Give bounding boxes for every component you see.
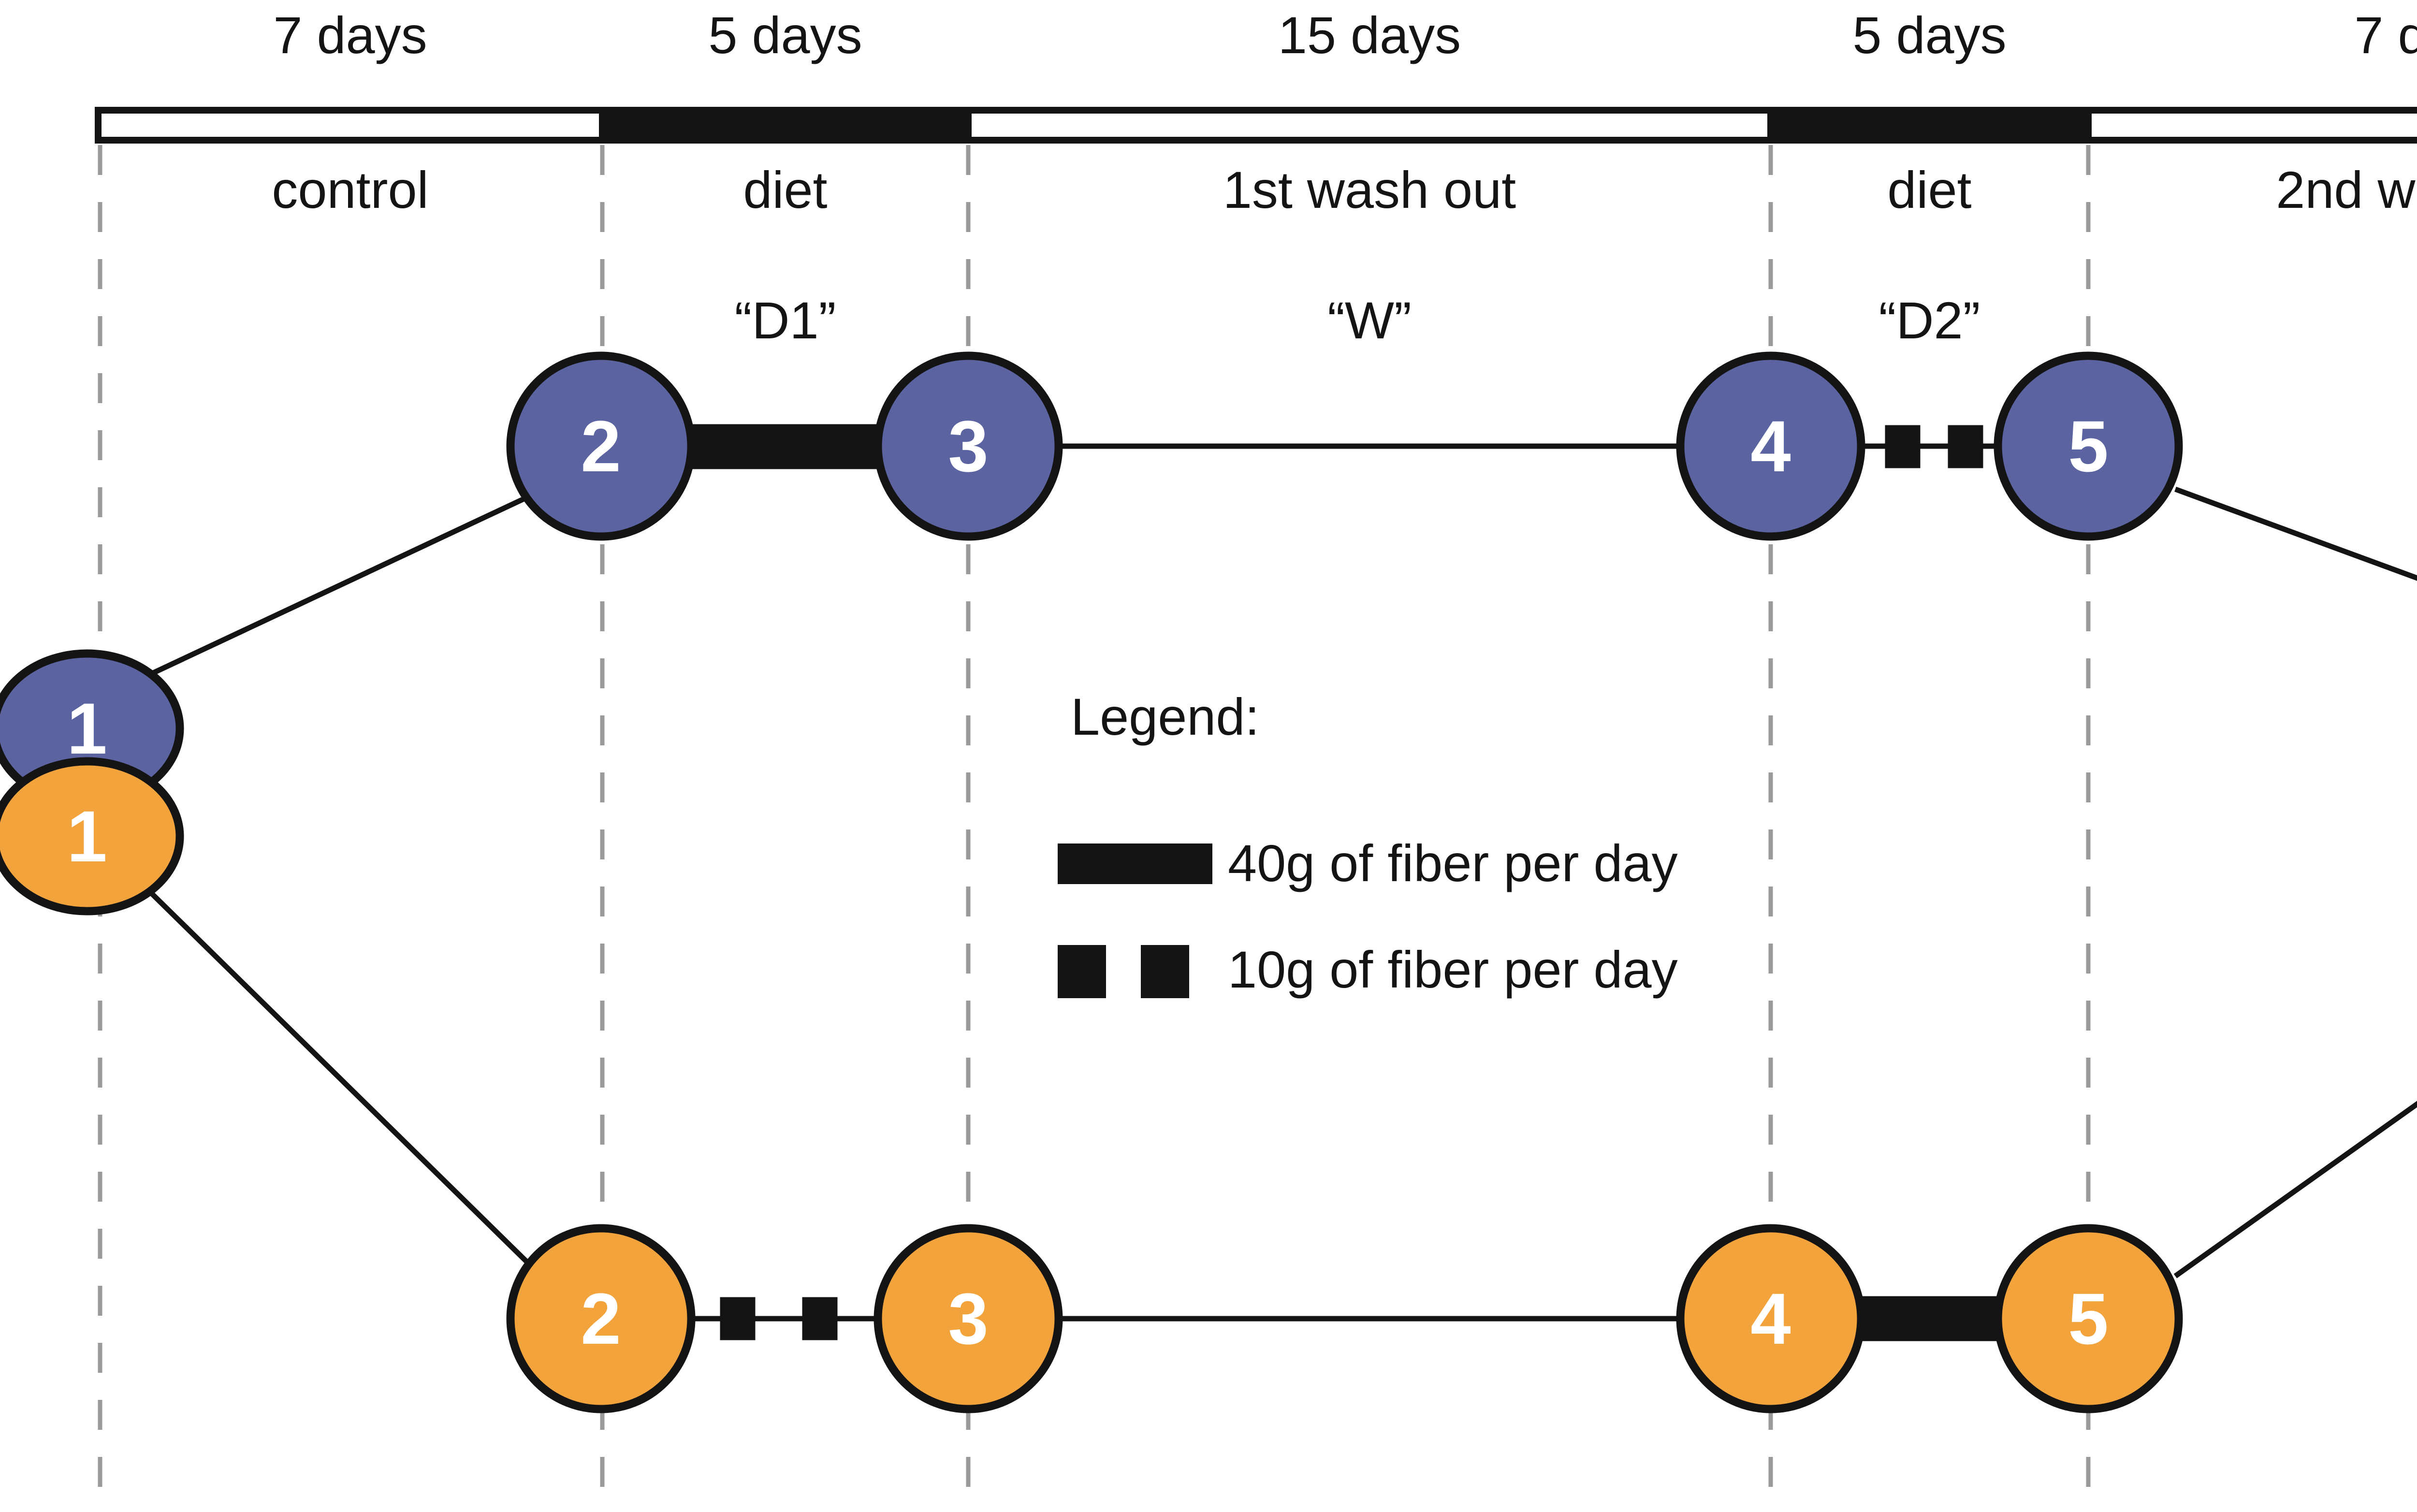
phase-label-control: control [272,160,429,219]
duration-label-washout-2: 7 days [2354,6,2417,64]
timeline-bar [95,107,2417,144]
node-blue-4 [1676,351,1865,541]
node-orange-3-label: 3 [948,1278,989,1359]
link-blue-5-6 [2174,486,2417,581]
phase-code-d2: “D2” [1878,291,1980,349]
legend-item-40g-label: 40g of fiber per day [1228,834,1678,892]
node-blue-2 [506,351,696,541]
legend-swatch-40g [1058,843,1212,884]
link-blue-4-5-dashed-10g [1861,425,1998,468]
link-blue-1-2 [144,488,543,679]
link-orange-1-2 [143,885,543,1278]
node-blue-3 [874,351,1063,541]
arm-blue-nodes [0,351,2183,808]
phase-code-d1: “D1” [734,291,836,349]
bar-segment-diet-1 [599,107,972,144]
bar-segment-control [95,107,606,144]
phase-code-w: “W” [1327,291,1412,349]
node-blue-3-label: 3 [948,406,989,487]
node-orange-1-label: 1 [67,796,107,877]
legend-swatch-10g [1058,945,1189,998]
node-blue-5 [1994,351,2183,541]
bar-segment-diet-2 [1767,107,2092,144]
duration-label-control: 7 days [273,6,427,64]
phase-label-diet-2: diet [1887,160,1972,219]
node-orange-4 [1676,1224,1865,1413]
phase-label-diet-1: diet [743,160,828,219]
node-orange-2-label: 2 [581,1278,621,1359]
node-orange-3 [874,1224,1063,1413]
arm-orange-nodes [0,757,2183,1413]
duration-label-diet-1: 5 days [708,6,862,64]
phase-label-washout-1: 1st wash out [1223,160,1516,219]
node-blue-4-label: 4 [1750,406,1791,487]
bar-segment-washout-2 [2085,107,2417,144]
phase-label-washout-2: 2nd wash out [2276,160,2417,219]
node-blue-5-label: 5 [2068,406,2109,487]
node-orange-1 [0,757,184,916]
node-blue-2-label: 2 [581,406,621,487]
bar-segment-washout-1 [965,107,1774,144]
node-orange-5-label: 5 [2068,1278,2109,1359]
link-blue-2-3-thick-40g [676,424,900,469]
duration-label-diet-2: 5 days [1852,6,2007,64]
arm-blue-links [144,424,2417,679]
link-orange-2-3-dashed-10g [686,1297,889,1340]
node-orange-4-label: 4 [1750,1278,1791,1359]
legend-item-10g-label: 10g of fiber per day [1228,940,1678,999]
duration-label-washout-1: 15 days [1278,6,1461,64]
node-blue-1-label: 1 [67,688,107,769]
node-orange-2 [506,1224,696,1413]
link-orange-5-6 [2173,1101,2417,1279]
legend-title: Legend: [1071,687,1260,746]
node-orange-5 [1994,1224,2183,1413]
legend-swatches [1058,843,1212,998]
